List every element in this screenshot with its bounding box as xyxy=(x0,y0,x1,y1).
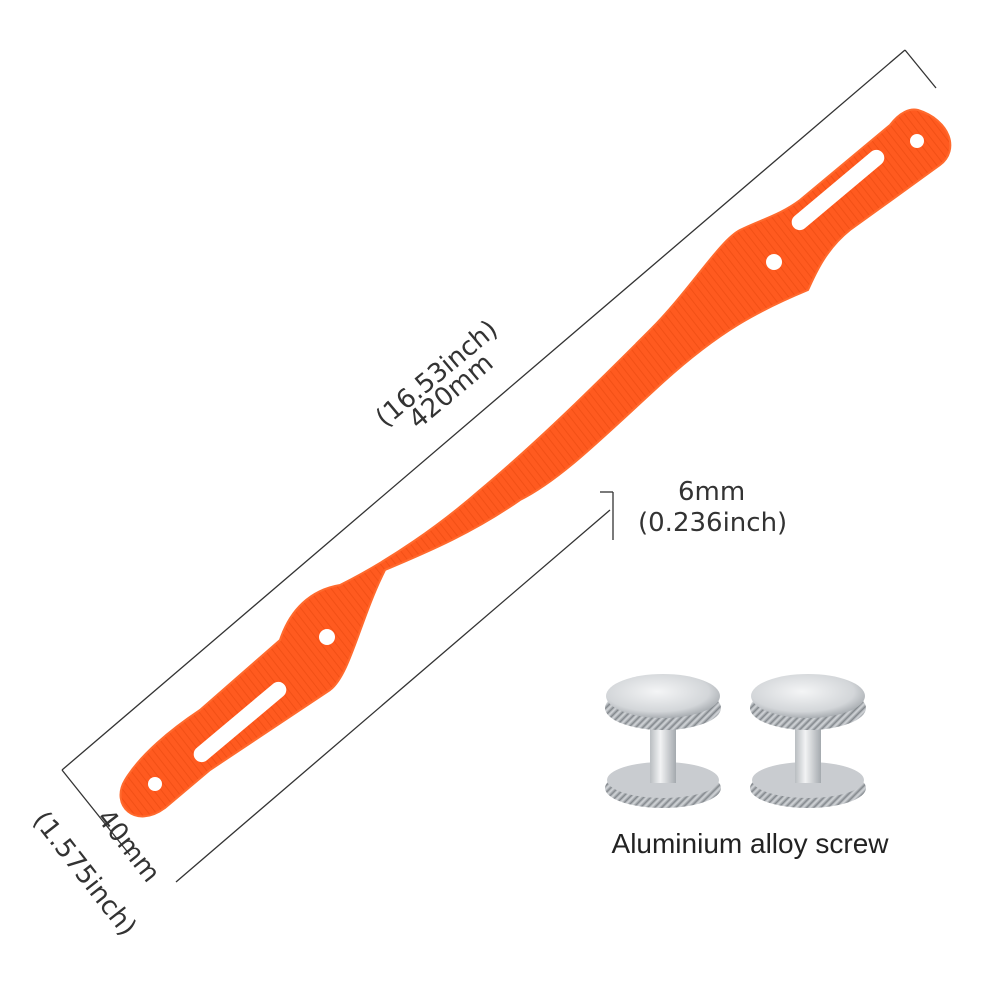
top-slot xyxy=(791,149,885,231)
screw-left xyxy=(605,674,721,808)
hole-bottom-end xyxy=(148,777,162,791)
strap xyxy=(119,108,952,818)
hole-bottom-mid xyxy=(319,629,335,645)
screw-right xyxy=(750,674,866,808)
thickness-mm-label: 6mm xyxy=(678,477,745,507)
bottom-slot xyxy=(193,681,287,763)
hole-top-mid xyxy=(766,254,782,270)
thickness-dimension xyxy=(600,491,614,540)
length-dimension xyxy=(61,49,937,856)
width-dimension xyxy=(175,509,611,883)
hole-top-end xyxy=(910,134,924,148)
thickness-inch-label: (0.236inch) xyxy=(638,508,787,538)
screw-caption: Aluminium alloy screw xyxy=(611,828,889,859)
